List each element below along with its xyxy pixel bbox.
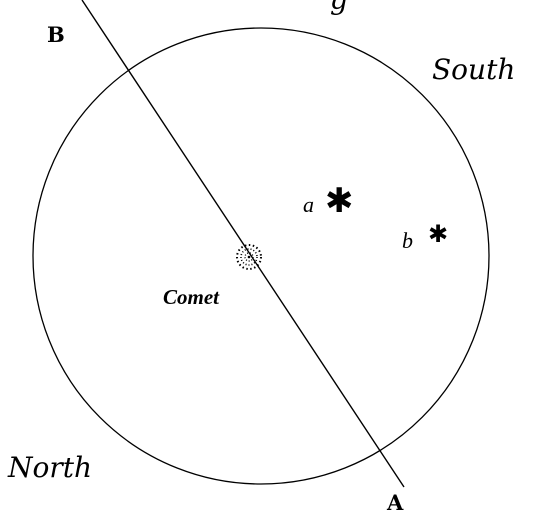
comet-icon — [237, 245, 261, 269]
point-b-label: B — [47, 24, 65, 45]
comet-path-line — [82, 0, 404, 487]
point-a-label: A — [387, 492, 403, 513]
top-fragment-label: g — [330, 0, 348, 14]
star-b-icon: ✱ — [428, 222, 448, 246]
star-a-label: a — [303, 194, 314, 216]
star-a-icon: ✱ — [325, 184, 354, 218]
south-label: South — [432, 56, 515, 84]
comet-label: Comet — [163, 287, 219, 308]
field-circle — [33, 28, 489, 484]
star-b-label: b — [402, 230, 413, 252]
north-label: North — [8, 454, 92, 482]
